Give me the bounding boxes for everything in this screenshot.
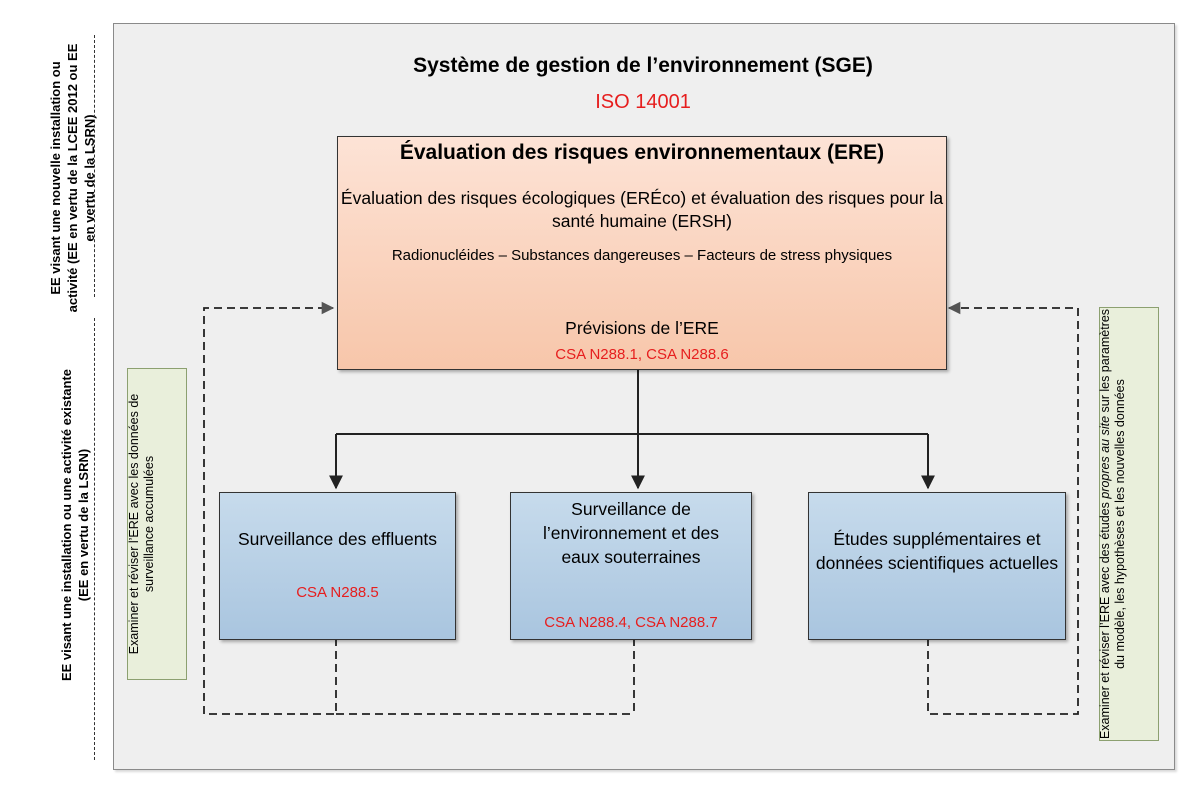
effluent-monitoring-standard: CSA N288.5 [296,584,379,601]
effluent-monitoring-box: Surveillance des effluents CSA N288.5 [219,492,456,640]
feedback-loop-left [203,301,337,715]
separator-top [94,35,95,297]
effluent-monitoring-label: Surveillance des effluents [237,529,438,549]
separator-bottom [94,318,95,760]
note-site-studies-review: Examiner et réviser l’ERE avec des étude… [1098,307,1159,741]
environmental-monitoring-box: Surveillance de l’environnement et des e… [510,492,752,640]
environmental-monitoring-standard: CSA N288.4, CSA N288.7 [544,614,718,631]
ere-standards: CSA N288.1, CSA N288.6 [555,346,729,363]
note-monitoring-review-text: Examiner et réviser l’ERE avec les donné… [127,393,156,655]
note-monitoring-review: Examiner et réviser l’ERE avec les donné… [127,368,187,680]
environmental-monitoring-label: Surveillance de l’environnement et des e… [542,499,720,567]
ere-stressors: Radionucléides – Substances dangereuses … [391,247,893,264]
note-right-part1: Examiner et réviser l’ERE avec des étude… [1098,498,1112,740]
additional-studies-label: Études supplémentaires et données scient… [815,529,1059,573]
sge-title: Système de gestion de l’environnement (S… [413,54,873,77]
ere-ecological-health: Évaluation des risques écologiques (ERÉc… [340,188,944,231]
note-right-italic: propres au site [1098,415,1112,499]
note-site-studies-review-text: Examiner et réviser l’ERE avec des étude… [1098,308,1158,740]
ere-title: Évaluation des risques environnementaux … [399,141,885,164]
ere-box: Évaluation des risques environnementaux … [337,136,947,370]
ere-predictions: Prévisions de l’ERE [565,318,719,338]
additional-studies-box: Études supplémentaires et données scient… [808,492,1066,640]
sge-standard: ISO 14001 [595,91,691,113]
feedback-loop-right [927,301,1079,715]
